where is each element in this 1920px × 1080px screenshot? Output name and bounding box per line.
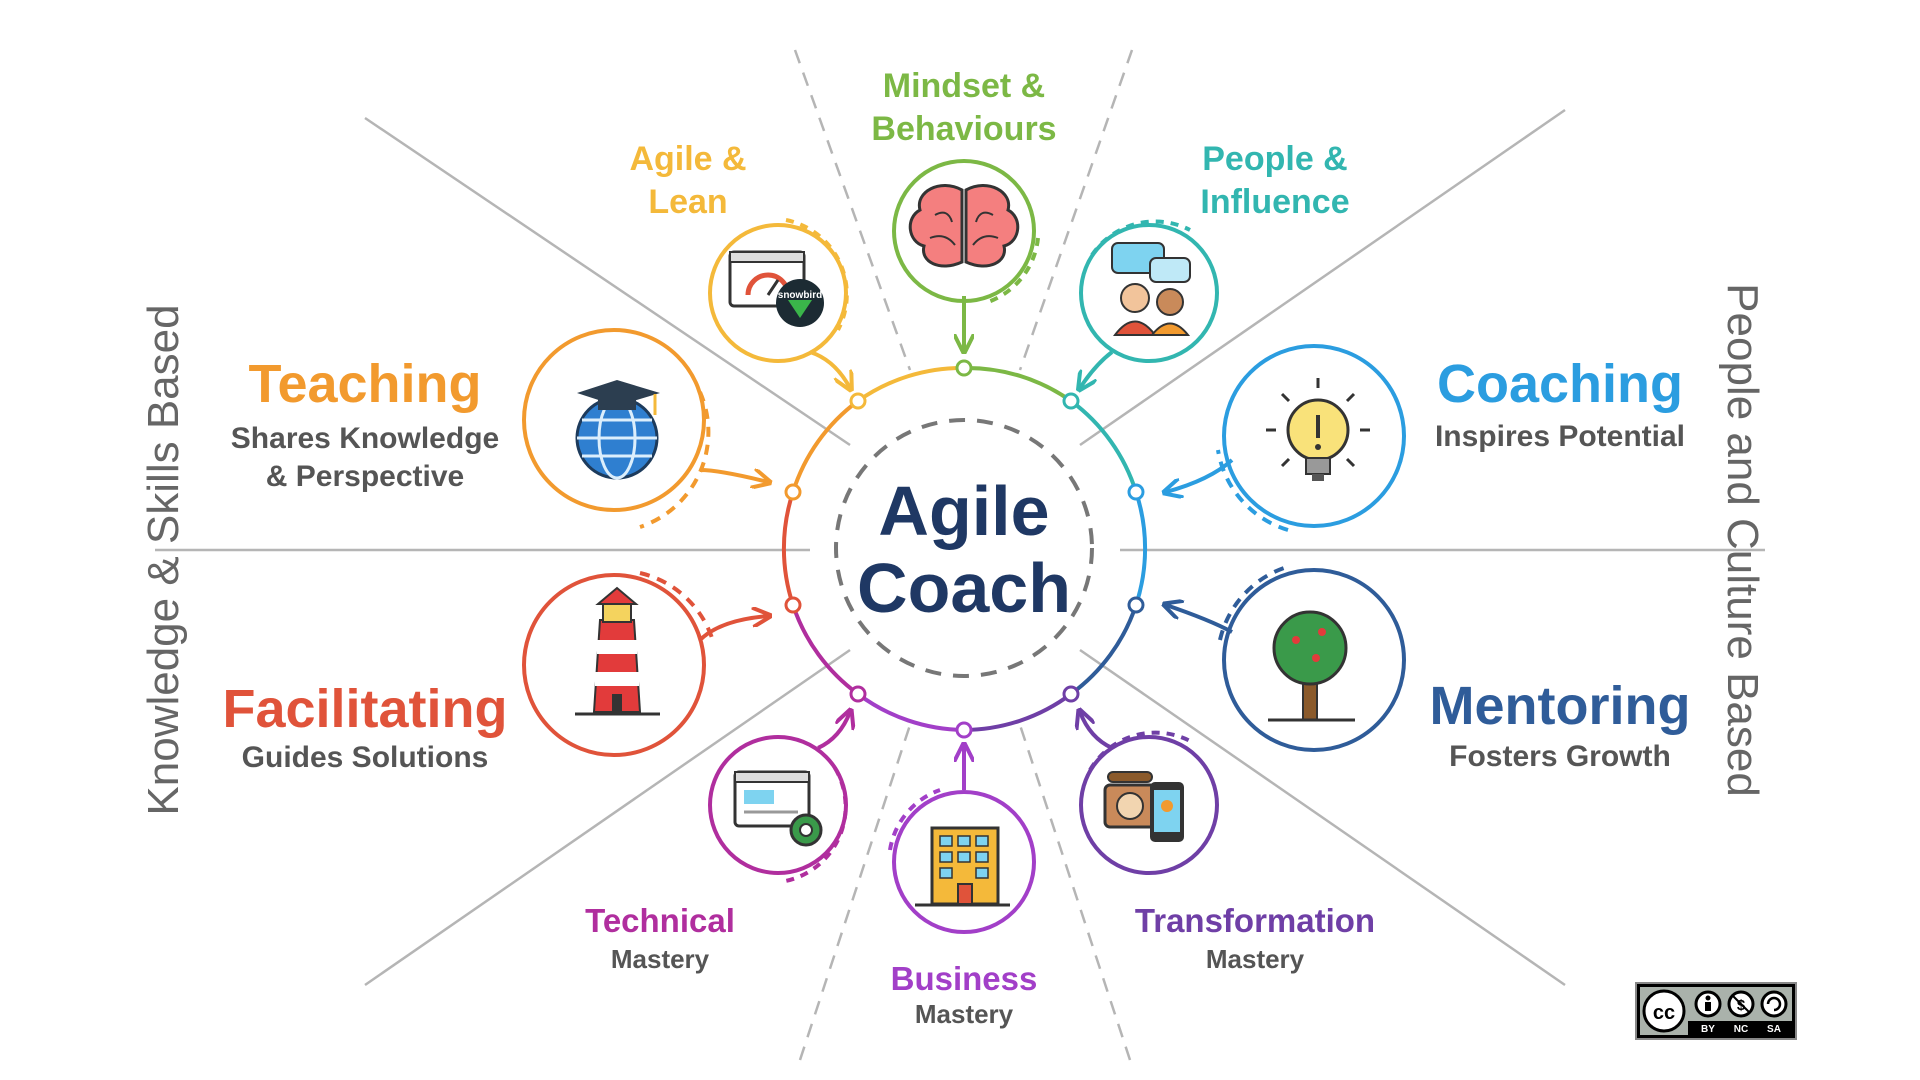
technical-title: Technical [585, 902, 735, 939]
nc-icon: $ [1727, 990, 1755, 1018]
facilitating-sub: Guides Solutions [242, 741, 489, 774]
facilitating-title: Facilitating [222, 679, 507, 739]
people-line1: People & [1202, 140, 1347, 178]
competency-people: People & Influence [1080, 140, 1350, 388]
teaching-sub-line1: Shares Knowledge [231, 422, 499, 455]
dashboard-snowbird-icon: snowbird [728, 250, 824, 327]
cc-by-label: BY [1701, 1024, 1715, 1035]
role-coaching: Coaching Inspires Potential [1166, 344, 1685, 532]
by-icon [1694, 990, 1722, 1018]
agile-lean-line1: Agile & [629, 140, 746, 178]
agile-lean-line2: Lean [648, 183, 727, 221]
teaching-sub-line2: & Perspective [266, 460, 464, 493]
sa-icon [1760, 990, 1788, 1018]
ring-nodes [784, 359, 1145, 739]
cc-symbol: cc [1653, 1002, 1675, 1024]
role-facilitating: Facilitating Guides Solutions [222, 571, 768, 774]
mentoring-title: Mentoring [1430, 676, 1691, 736]
competency-agile-lean: snowbird Agile & Lean [629, 140, 850, 388]
browser-gear-icon [733, 770, 823, 847]
people-chat-icon [1111, 242, 1191, 336]
mindset-line1: Mindset & [883, 67, 1045, 105]
cc-sa-label: SA [1767, 1024, 1781, 1035]
tree-icon [1268, 610, 1355, 722]
cc-nc-label: NC [1734, 1024, 1748, 1035]
coaching-title: Coaching [1437, 354, 1683, 414]
office-building-icon [915, 826, 1010, 907]
mastery-transformation: Transformation Mastery [1080, 712, 1375, 974]
teaching-title: Teaching [248, 354, 481, 414]
competency-mindset: Mindset & Behaviours [871, 67, 1057, 350]
cc-license-badge: cc $ BY NC SA [1635, 982, 1797, 1040]
lighthouse-icon [575, 586, 660, 716]
mentoring-sub: Fosters Growth [1449, 740, 1671, 773]
coaching-sub: Inspires Potential [1435, 420, 1685, 453]
divider-lines [155, 49, 1765, 1061]
brain-icon [908, 184, 1020, 268]
snowbird-badge: snowbird [778, 290, 822, 301]
side-label-right: People and Culture Based [1718, 283, 1767, 797]
center-title-line2: Coach [857, 549, 1071, 627]
center-title-line1: Agile [878, 472, 1049, 550]
telephone-smartphone-icon [1103, 771, 1184, 842]
center-ring: Agile Coach [781, 359, 1148, 739]
lightbulb-icon [1266, 378, 1370, 481]
globe-graduation-cap-icon [575, 380, 660, 480]
transformation-sub: Mastery [1206, 944, 1305, 974]
business-sub: Mastery [915, 999, 1014, 1029]
role-mentoring: Mentoring Fosters Growth [1166, 564, 1691, 773]
mastery-business: Business Mastery [888, 746, 1038, 1029]
mindset-line2: Behaviours [871, 110, 1056, 148]
technical-sub: Mastery [611, 944, 710, 974]
transformation-title: Transformation [1135, 902, 1375, 939]
business-title: Business [891, 960, 1038, 997]
people-line2: Influence [1200, 183, 1349, 221]
mastery-technical: Technical Mastery [585, 712, 850, 974]
side-label-left: Knowledge & Skills Based [139, 304, 188, 815]
role-teaching: Teaching Shares Knowledge & Perspective [231, 328, 768, 529]
